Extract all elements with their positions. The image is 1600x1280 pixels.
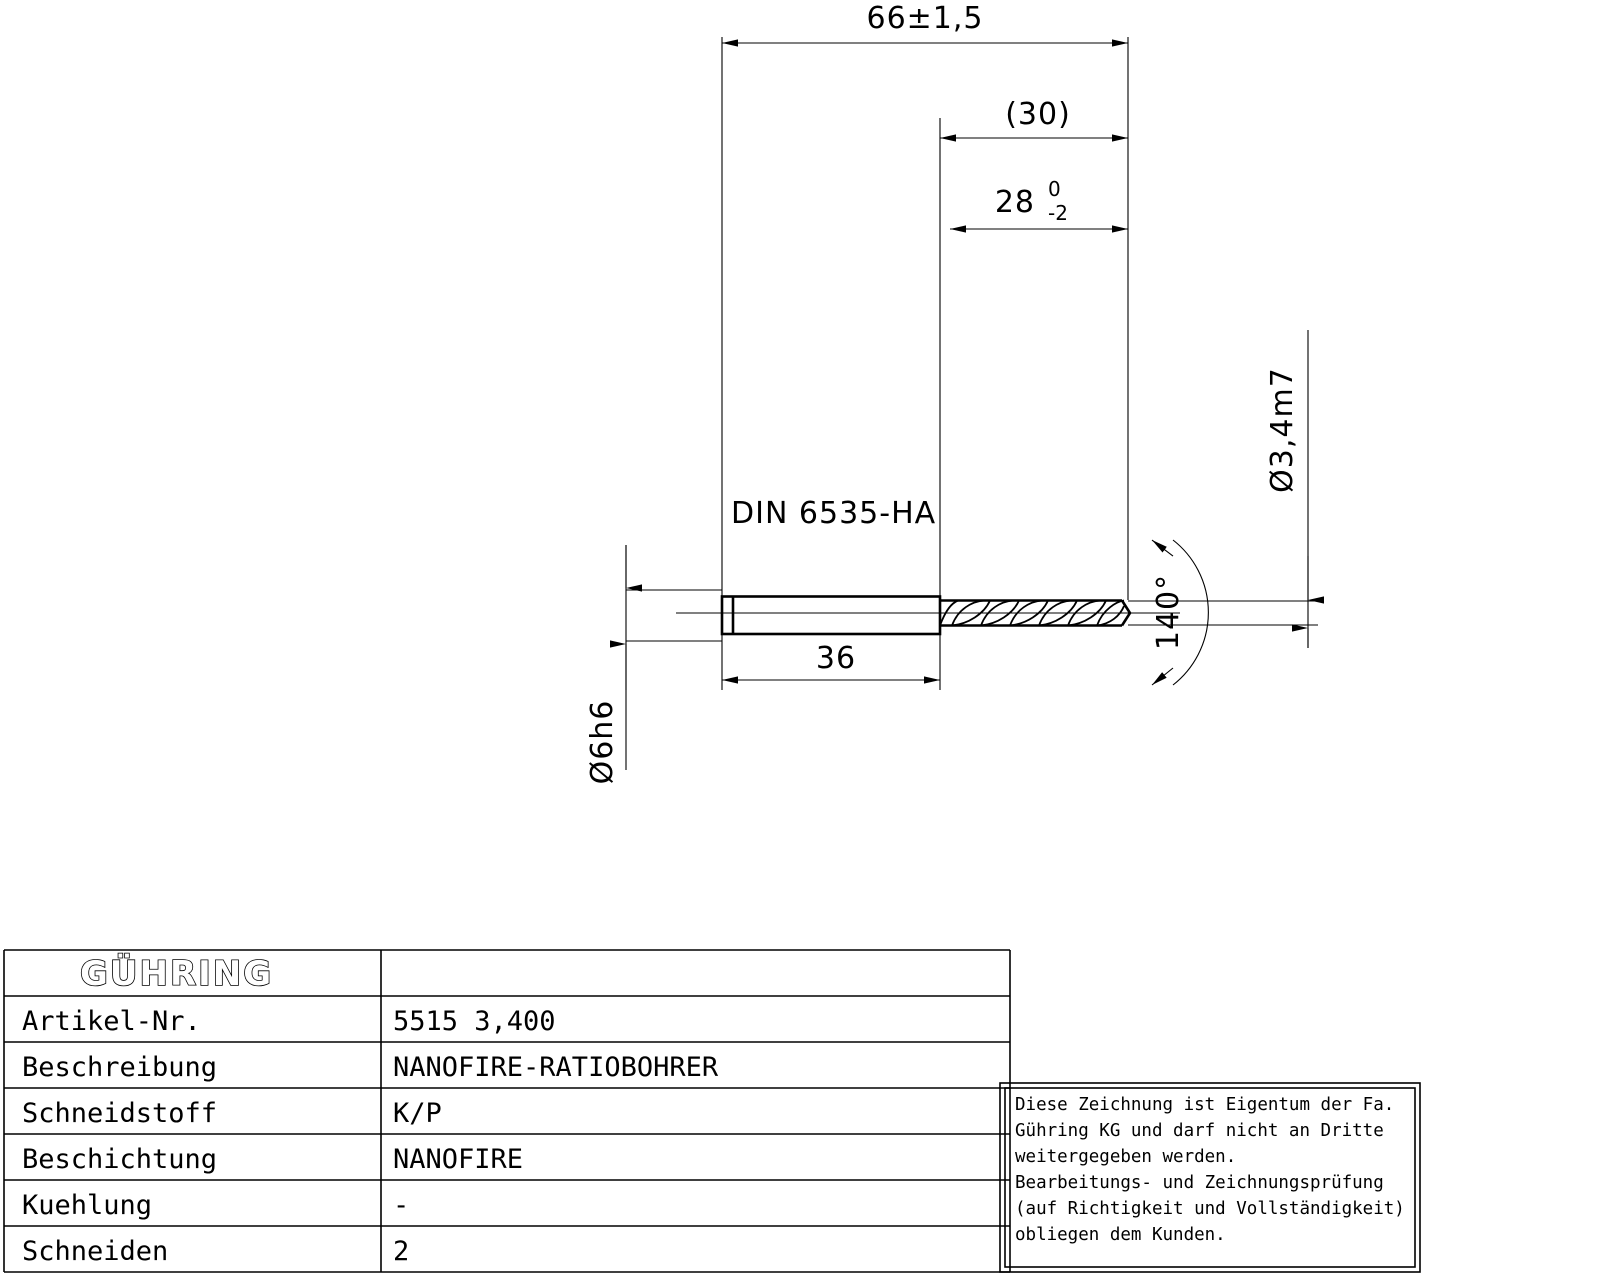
cutting-diameter-label: Ø3,4m7 <box>1265 367 1300 493</box>
shank-standard-label: DIN 6535-HA <box>731 496 936 531</box>
row-label-beschreibung: Beschreibung <box>22 1052 217 1083</box>
dimension-shank-length: 36 <box>722 641 940 684</box>
dimension-cutting-diameter: Ø3,4m7 <box>1128 367 1324 648</box>
flute-section <box>939 599 1125 627</box>
notice-line-5: (auf Richtigkeit und Vollständigkeit) <box>1015 1199 1405 1219</box>
tool-body <box>676 595 1180 636</box>
notice-line-3: weitergegeben werden. <box>1015 1147 1236 1167</box>
notice-line-1: Diese Zeichnung ist Eigentum der Fa. <box>1015 1095 1394 1115</box>
dimension-shank-diameter: Ø6h6 <box>585 545 722 784</box>
copyright-notice-box: Diese Zeichnung ist Eigentum der Fa. Güh… <box>999 1082 1421 1273</box>
notice-line-2: Gühring KG und darf nicht an Dritte <box>1015 1121 1384 1141</box>
row-value-schneiden: 2 <box>393 1236 409 1267</box>
dimension-point-angle: 140° <box>1151 539 1209 686</box>
point-angle-label: 140° <box>1151 574 1186 650</box>
dimension-flute-length-ref: (30) <box>940 97 1128 142</box>
usable-length-value: 28 <box>995 185 1035 220</box>
usable-tol-upper: 0 <box>1048 177 1061 201</box>
title-block-grid <box>3 949 1011 1273</box>
row-label-schneiden: Schneiden <box>22 1236 168 1267</box>
overall-length-label: 66±1,5 <box>866 1 983 36</box>
shank-diameter-label: Ø6h6 <box>585 700 620 785</box>
row-value-beschreibung: NANOFIRE-RATIOBOHRER <box>393 1052 719 1083</box>
flute-length-ref-label: (30) <box>1005 97 1071 132</box>
row-label-kuehlung: Kuehlung <box>22 1190 152 1221</box>
row-value-schneidstoff: K/P <box>393 1098 442 1129</box>
drill-point <box>1120 599 1132 627</box>
row-value-kuehlung: - <box>393 1190 409 1221</box>
row-label-beschichtung: Beschichtung <box>22 1144 217 1175</box>
row-value-beschichtung: NANOFIRE <box>393 1144 523 1175</box>
row-label-schneidstoff: Schneidstoff <box>22 1098 217 1129</box>
gühring-logo: GÜHRING <box>80 953 273 994</box>
notice-line-6: obliegen dem Kunden. <box>1015 1225 1226 1245</box>
shank-outline <box>720 595 942 636</box>
notice-line-4: Bearbeitungs- und Zeichnungsprüfung <box>1015 1173 1384 1193</box>
row-value-artikel-nr: 5515 3,400 <box>393 1006 556 1037</box>
row-label-artikel-nr: Artikel-Nr. <box>22 1006 201 1037</box>
shank-length-label: 36 <box>816 641 856 676</box>
dimension-usable-length: 28 0 -2 <box>950 177 1128 233</box>
dimension-overall-length: 66±1,5 <box>722 1 1128 47</box>
usable-tol-lower: -2 <box>1048 201 1068 225</box>
